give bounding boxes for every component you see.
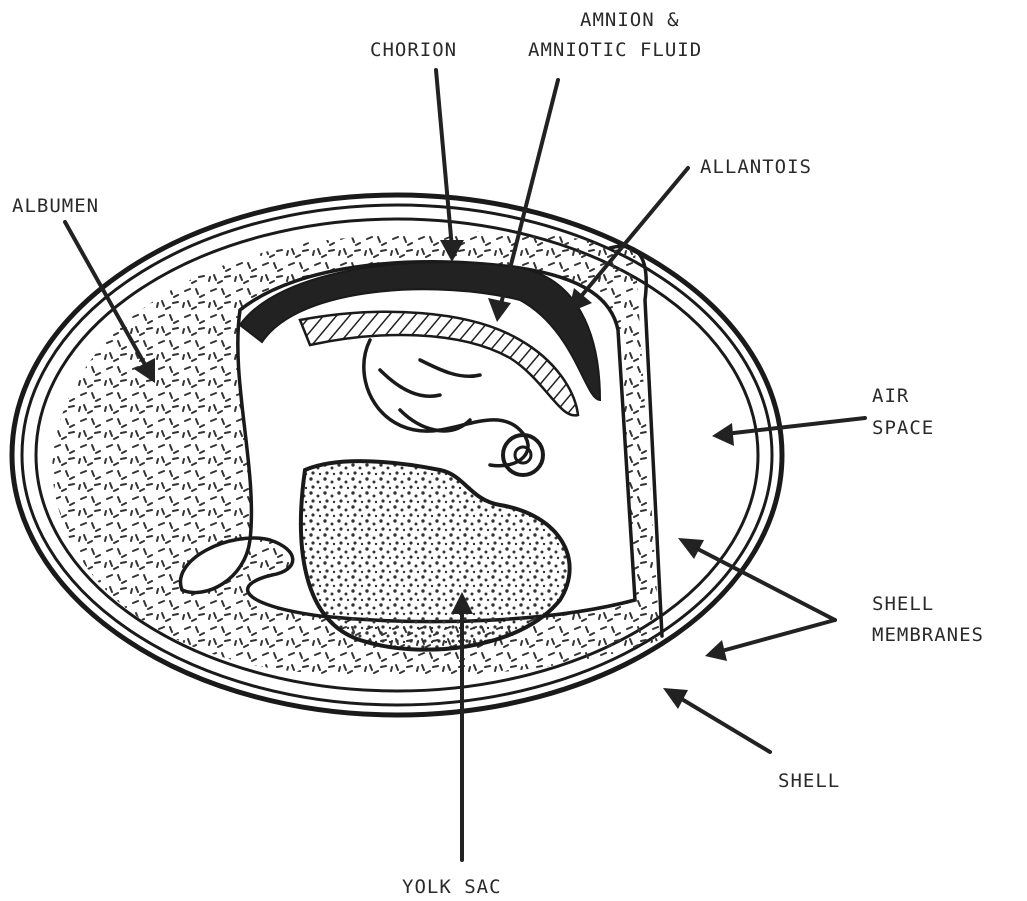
label-air-space-line1: AIR (872, 385, 909, 407)
air-space-pointer (712, 418, 865, 446)
shell-membranes-pointer-lower (705, 620, 835, 661)
label-shell-membranes-line2: MEMBRANES (872, 624, 984, 646)
label-amnion-line1: AMNION & (580, 9, 680, 31)
label-chorion: CHORION (370, 39, 457, 61)
label-albumen: ALBUMEN (12, 195, 99, 217)
shell-pointer (663, 688, 770, 752)
label-yolk-sac: YOLK SAC (402, 876, 502, 898)
label-shell: SHELL (778, 770, 840, 792)
label-allantois: ALLANTOIS (700, 156, 812, 178)
label-air-space-line2: SPACE (872, 417, 934, 439)
label-shell-membranes-line1: SHELL (872, 593, 934, 615)
label-amnion-line2: AMNIOTIC FLUID (528, 39, 702, 61)
